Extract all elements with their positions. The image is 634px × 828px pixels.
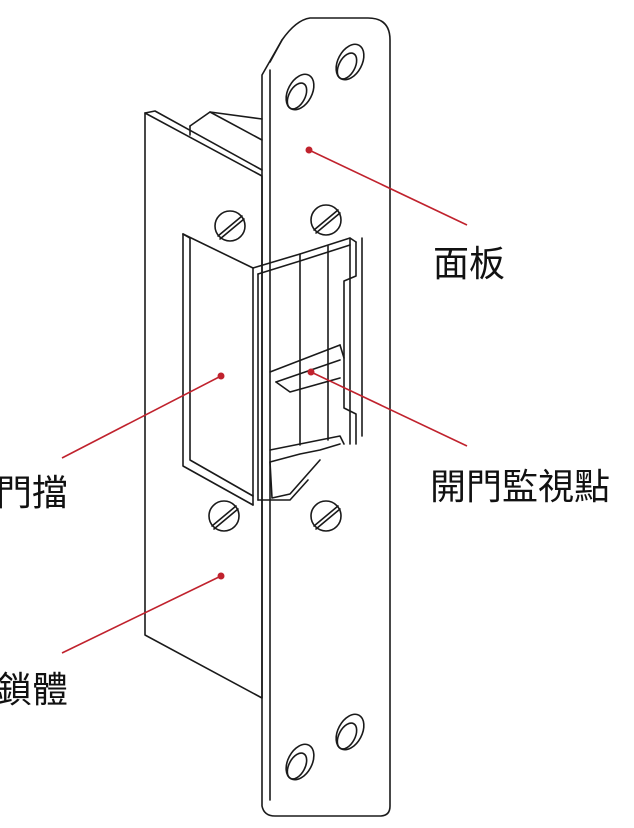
monitor-point-callout-dot: [307, 368, 315, 376]
door-open-monitor-point-label: 開門監視點: [430, 467, 611, 508]
lock-body-callout-line: [61, 575, 222, 654]
top-mounting-holes: [285, 43, 365, 111]
lock-body-label: 鎖體: [0, 670, 69, 711]
faceplate-callout-dot: [305, 146, 313, 154]
door-stop-callout-dot: [217, 372, 225, 380]
door-stop-drawing: [182, 233, 363, 506]
faceplate-callout-line: [308, 149, 468, 226]
lock-body-callout-dot: [217, 572, 225, 580]
bottom-mounting-holes: [285, 713, 365, 781]
lock-body-drawing: [144, 110, 263, 699]
door-stop-label: 門擋: [0, 473, 69, 514]
screws: [208, 204, 342, 532]
faceplate-label: 面板: [433, 244, 506, 285]
latch-drawing: [257, 344, 345, 501]
faceplate-drawing: [261, 17, 391, 817]
monitor-point-callout-line: [310, 371, 468, 447]
door-stop-callout-line: [61, 375, 222, 459]
